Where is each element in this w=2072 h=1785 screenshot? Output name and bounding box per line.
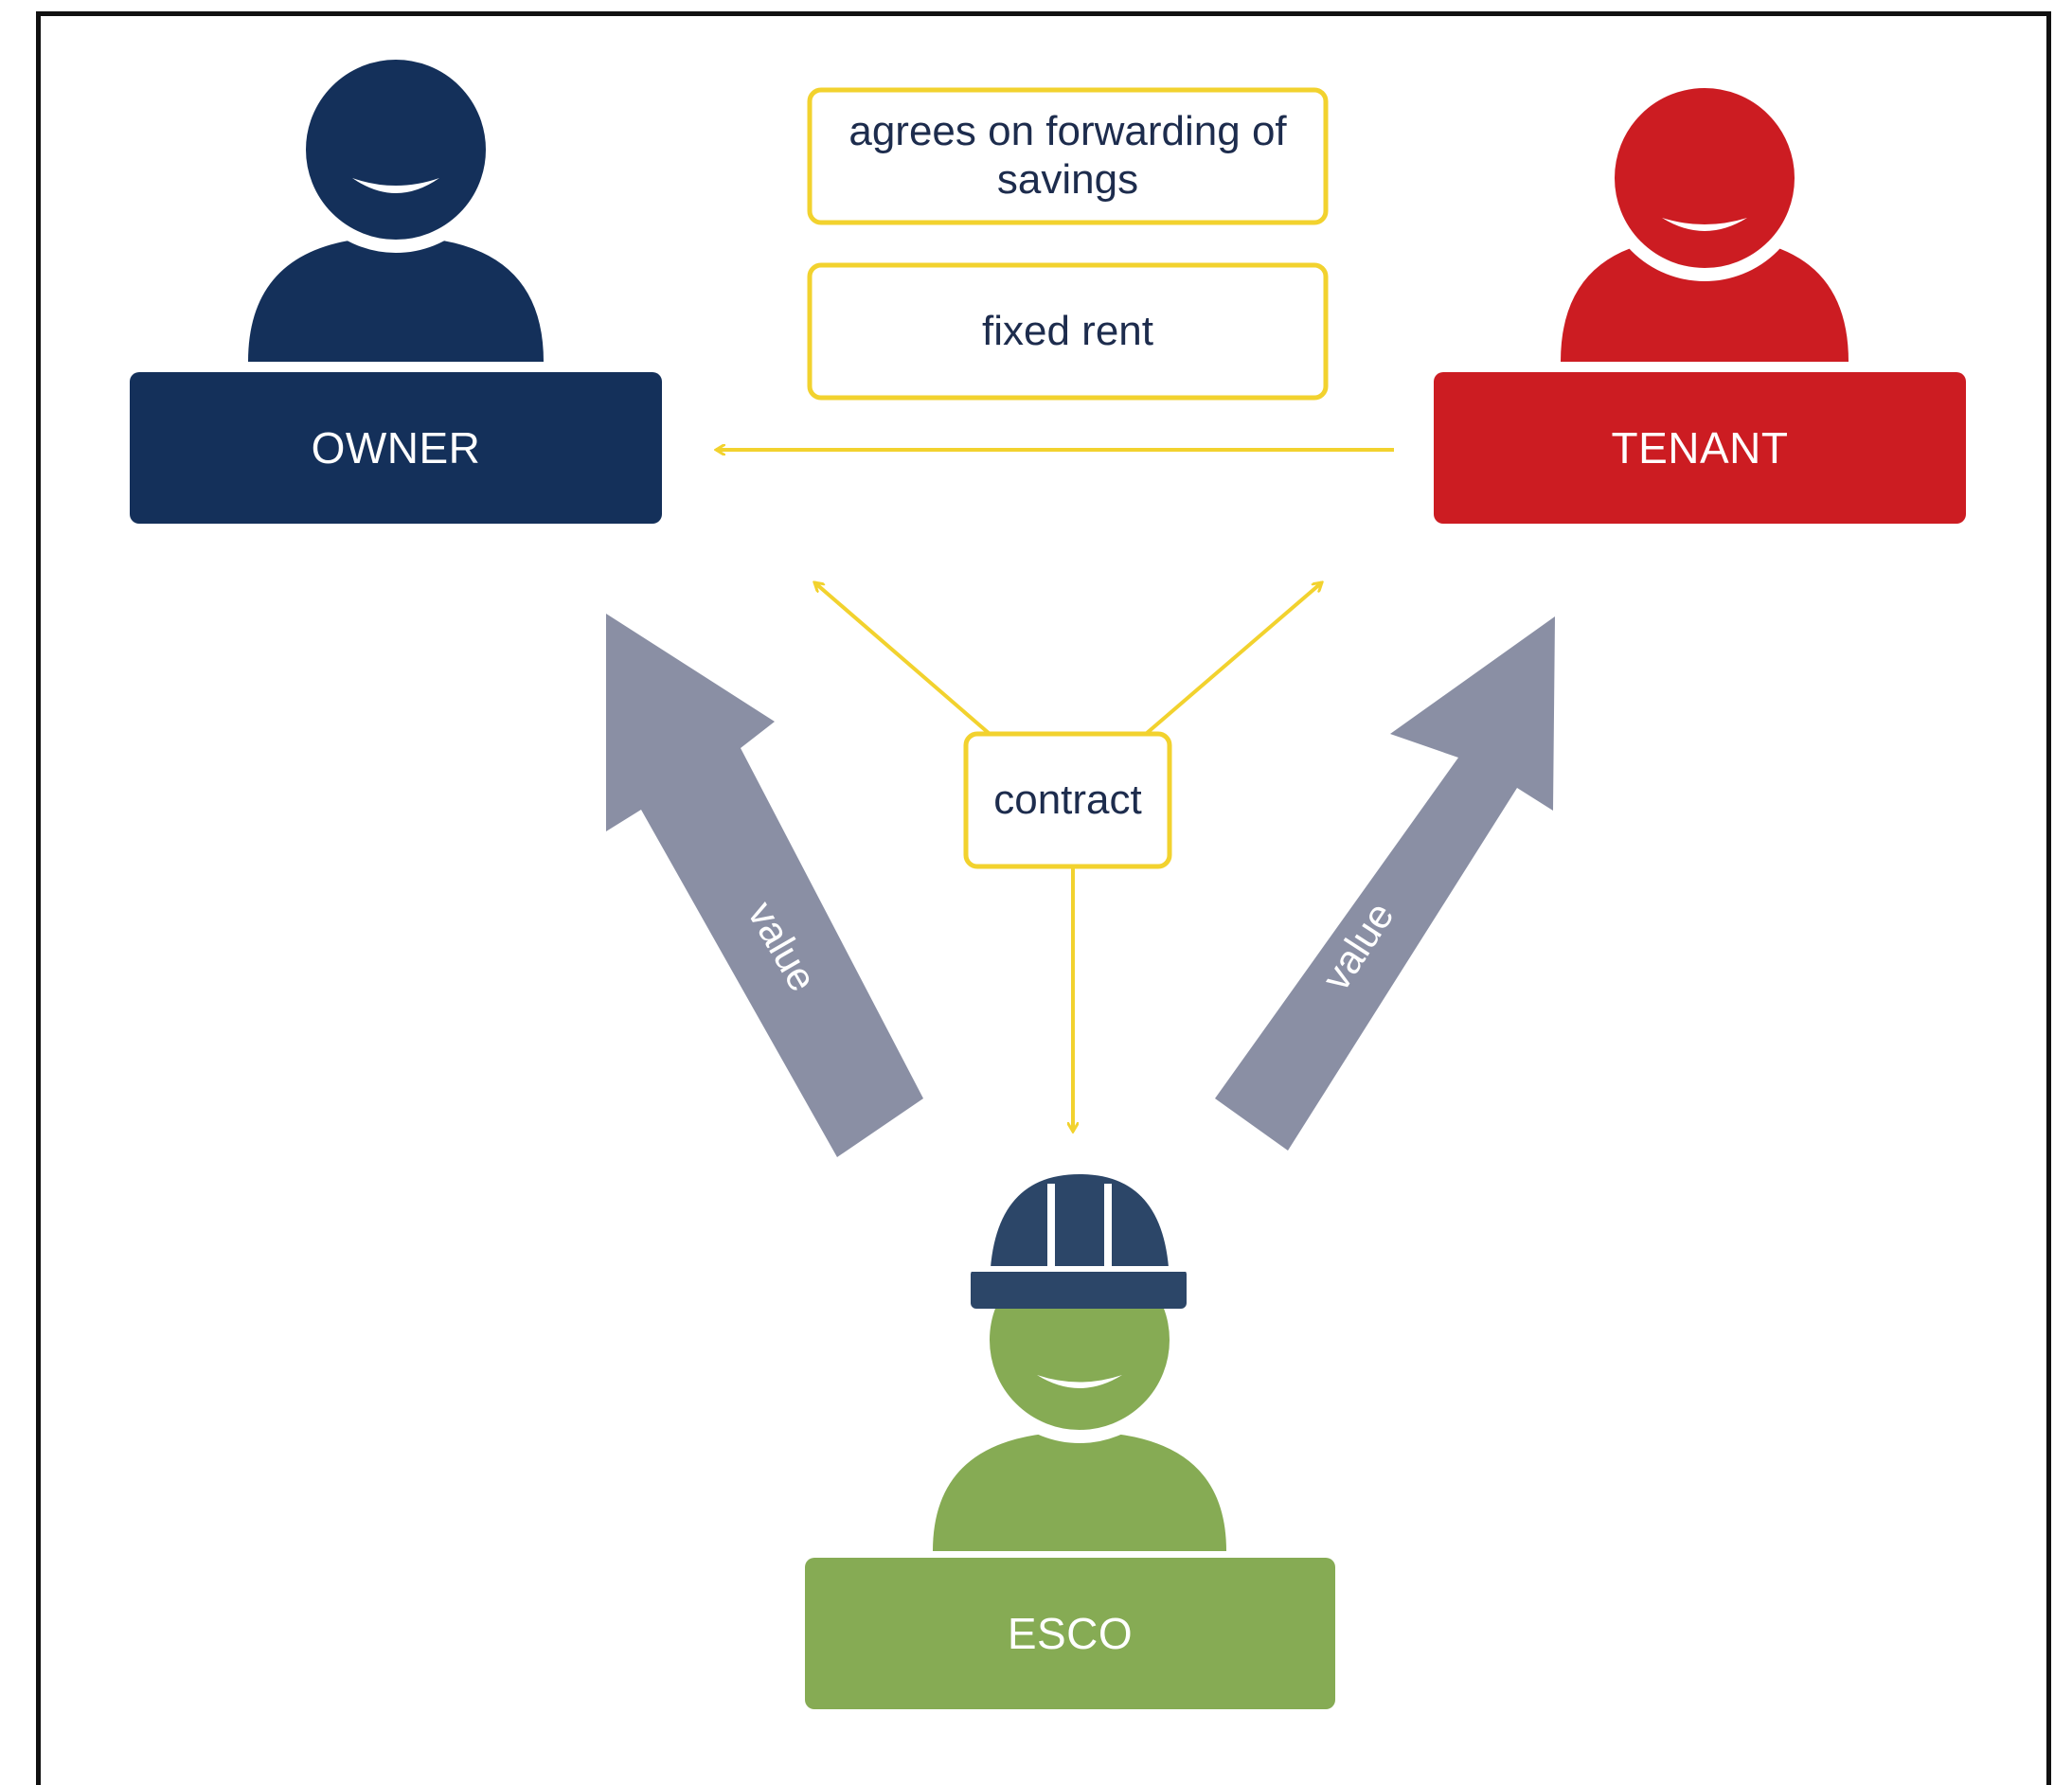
contract-label: contract	[993, 776, 1142, 823]
contract-box	[963, 731, 1172, 869]
owner-label: OWNER	[311, 423, 481, 473]
savings-box	[807, 87, 1329, 225]
owner-person-icon	[248, 46, 544, 362]
tenant-person-icon	[1561, 75, 1849, 362]
savings-label: agrees on forwarding of savings	[848, 108, 1287, 203]
tenant-box	[1434, 372, 1966, 524]
esco-label: ESCO	[1007, 1609, 1134, 1658]
owner-box	[130, 372, 662, 524]
esco-box	[805, 1558, 1335, 1709]
rent-label: fixed rent	[982, 307, 1153, 354]
tenant-label: TENANT	[1611, 423, 1789, 473]
value-arrow-tenant	[1215, 616, 1555, 1151]
contract-tenant-arrow	[1144, 582, 1322, 736]
diagram-frame	[36, 11, 2051, 1785]
contract-owner-arrow	[814, 582, 991, 736]
value-arrow-owner	[606, 614, 923, 1157]
rent-box	[807, 262, 1329, 401]
hard-hat-icon	[971, 1174, 1187, 1309]
